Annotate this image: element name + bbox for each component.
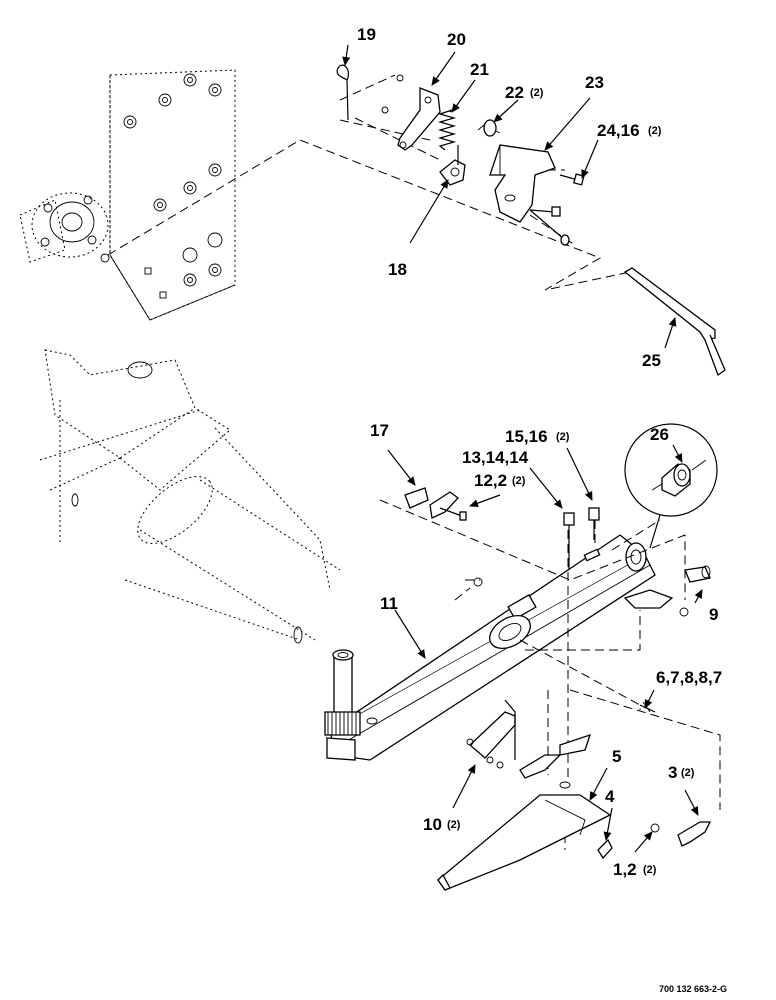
svg-text:15,16: 15,16 — [505, 427, 548, 446]
callout-25: 25 — [642, 351, 661, 370]
part-21-spring — [437, 109, 457, 151]
svg-text:3: 3 — [668, 763, 677, 782]
svg-text:13,14,14: 13,14,14 — [462, 448, 529, 467]
part-10-brackets — [466, 699, 592, 779]
svg-text:23: 23 — [585, 73, 604, 92]
upper-assembly-lines — [107, 74, 631, 291]
svg-text:17: 17 — [370, 421, 389, 440]
callout-3: 3 (2) — [668, 763, 695, 782]
svg-text:19: 19 — [357, 25, 376, 44]
svg-text:18: 18 — [388, 260, 407, 279]
callout-6-7-8-8-7: 6,7,8,8,7 — [656, 668, 722, 687]
svg-text:(2): (2) — [556, 431, 570, 443]
callout-19: 19 — [357, 25, 376, 44]
svg-text:21: 21 — [470, 60, 489, 79]
callout-5: 5 — [612, 747, 621, 766]
svg-text:24,16: 24,16 — [597, 121, 640, 140]
part-9-pin — [623, 565, 711, 617]
callout-21: 21 — [470, 60, 489, 79]
frame-bolt-heads — [123, 73, 223, 299]
callout-13-14-14: 13,14,14 — [462, 448, 529, 467]
svg-text:4: 4 — [605, 787, 615, 806]
svg-text:(2): (2) — [681, 767, 695, 779]
callout-23: 23 — [585, 73, 604, 92]
part-5-step-plate — [437, 781, 612, 891]
lower-frame-tongue — [39, 349, 341, 644]
callout-24-16: 24,16 (2) — [597, 121, 662, 140]
part-4-clip — [597, 838, 613, 860]
drive-sprocket-hub — [19, 192, 110, 263]
callout-20: 20 — [447, 30, 466, 49]
callout-15-16: 15,16 (2) — [505, 427, 570, 446]
svg-text:22: 22 — [505, 83, 524, 102]
callout-11: 11 — [380, 594, 398, 613]
svg-text:(2): (2) — [643, 864, 657, 876]
part-20-bellcrank — [381, 74, 441, 151]
part-17-clip-bracket — [404, 487, 467, 521]
svg-text:1,2: 1,2 — [613, 860, 637, 879]
svg-text:(2): (2) — [530, 87, 544, 99]
svg-text:5: 5 — [612, 747, 621, 766]
leader-arrows — [342, 44, 703, 853]
pivot-shaft-splined — [324, 649, 361, 761]
callout-10: 10 (2) — [423, 815, 461, 834]
part-18-pivot-bracket — [439, 145, 466, 186]
part-12-bolt — [473, 577, 483, 587]
svg-text:(2): (2) — [447, 819, 461, 831]
part-22-bushing — [477, 119, 501, 137]
part-15-bolt — [583, 507, 601, 562]
callout-26: 26 — [650, 425, 669, 444]
svg-text:20: 20 — [447, 30, 466, 49]
callout-18: 18 — [388, 260, 407, 279]
svg-text:12,2: 12,2 — [474, 471, 507, 490]
part-11-main-arm — [329, 534, 656, 761]
part-13-bolt — [563, 512, 575, 570]
svg-text:25: 25 — [642, 351, 661, 370]
svg-text:26: 26 — [650, 425, 669, 444]
part-1-bolt — [650, 823, 660, 833]
part-24-bolt — [529, 173, 585, 217]
drawing-code: 700 132 663-2-G — [659, 984, 727, 994]
callout-17: 17 — [370, 421, 389, 440]
callout-1-2: 1,2 (2) — [613, 860, 657, 879]
callout-22: 22 (2) — [505, 83, 544, 102]
detail-view-26 — [624, 423, 718, 549]
part-3-bracket — [677, 821, 712, 847]
callout-9: 9 — [709, 605, 718, 624]
tube-axle — [124, 476, 341, 644]
callout-12-2: 12,2 (2) — [474, 471, 526, 490]
svg-text:11: 11 — [380, 594, 398, 613]
upper-frame-panel — [19, 69, 236, 321]
svg-text:10: 10 — [423, 815, 442, 834]
svg-text:6,7,8,8,7: 6,7,8,8,7 — [656, 668, 722, 687]
svg-text:(2): (2) — [648, 125, 662, 137]
svg-text:9: 9 — [709, 605, 718, 624]
part-19-cotter-pin — [336, 64, 350, 121]
part-23-mounting-plate — [489, 144, 570, 246]
callout-4: 4 — [605, 787, 615, 806]
svg-text:(2): (2) — [512, 475, 526, 487]
part-25-crank-rod — [623, 267, 726, 377]
